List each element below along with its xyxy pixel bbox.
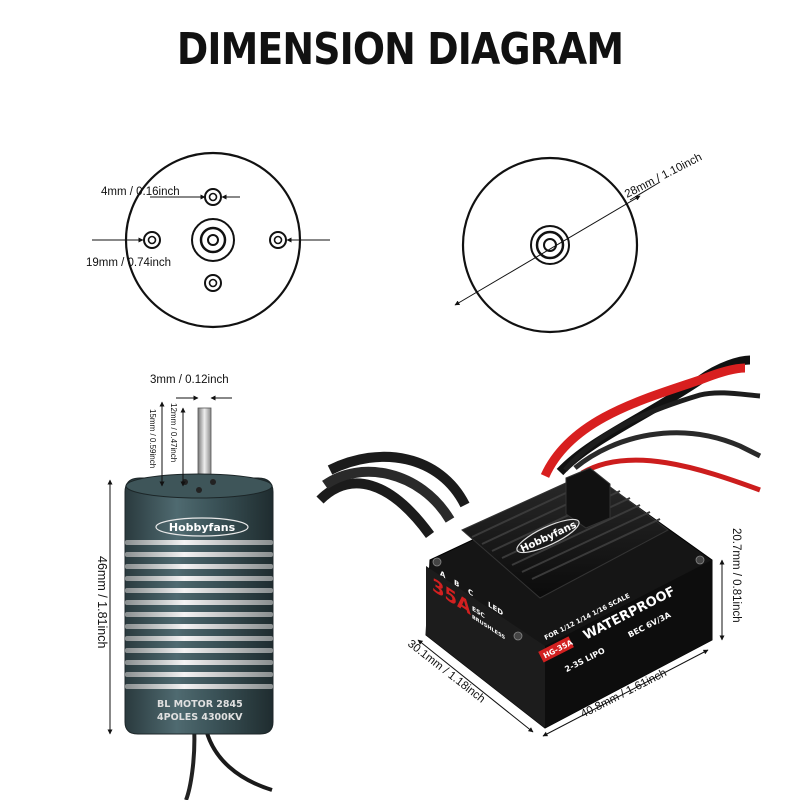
dim-line-diameter bbox=[454, 195, 641, 306]
motor-side-view: Hobbyfans BL MOTOR 2845 4POLES 4300KV 3m… bbox=[95, 374, 274, 800]
esc-phase-a: A bbox=[440, 569, 445, 581]
label-shaft-diameter: 3mm / 0.12inch bbox=[150, 374, 229, 386]
mount-hole-bottom bbox=[204, 274, 222, 292]
label-hole-spacing-large: 19mm / 0.74inch bbox=[86, 257, 171, 269]
esc-brand-logo bbox=[516, 518, 580, 554]
label-body-length: 46mm / 1.81inch bbox=[95, 556, 109, 648]
label-shaft-b: 15mm / 0.59inch bbox=[148, 409, 157, 468]
esc-wires bbox=[316, 355, 762, 538]
motor-brand-text: Hobbyfans bbox=[169, 521, 236, 534]
motor-label-line1: BL MOTOR 2845 bbox=[157, 699, 243, 710]
dim-line-esc-length bbox=[542, 649, 709, 737]
motor-front-view: 4mm / 0.16inch 19mm / 0.74inch bbox=[86, 151, 330, 329]
label-esc-height: 20.7mm / 0.81inch bbox=[730, 528, 742, 623]
dim-line-esc-width bbox=[417, 639, 534, 733]
cooling-fins bbox=[125, 540, 273, 689]
motor-label-line2: 4POLES 4300KV bbox=[157, 712, 243, 723]
brand-logo bbox=[155, 517, 249, 537]
label-shaft-a: 12mm / 0.47inch bbox=[169, 403, 178, 462]
esc-phase-b: B bbox=[454, 578, 459, 590]
mount-hole-left bbox=[143, 231, 161, 249]
esc-phase-c: C bbox=[468, 587, 473, 599]
esc-switch bbox=[565, 467, 611, 529]
label-diameter: 28mm / 1.10inch bbox=[623, 151, 704, 200]
motor-rear-view: 28mm / 1.10inch bbox=[454, 151, 704, 334]
mount-hole-top bbox=[204, 188, 222, 206]
label-hole-spacing-small: 4mm / 0.16inch bbox=[101, 186, 180, 198]
mount-hole-right bbox=[269, 231, 287, 249]
esc-unit: Hobbyfans 35A ESC BRUSHLESS A B C LED FO… bbox=[316, 355, 762, 737]
page-title: DIMENSION DIAGRAM bbox=[176, 24, 624, 75]
